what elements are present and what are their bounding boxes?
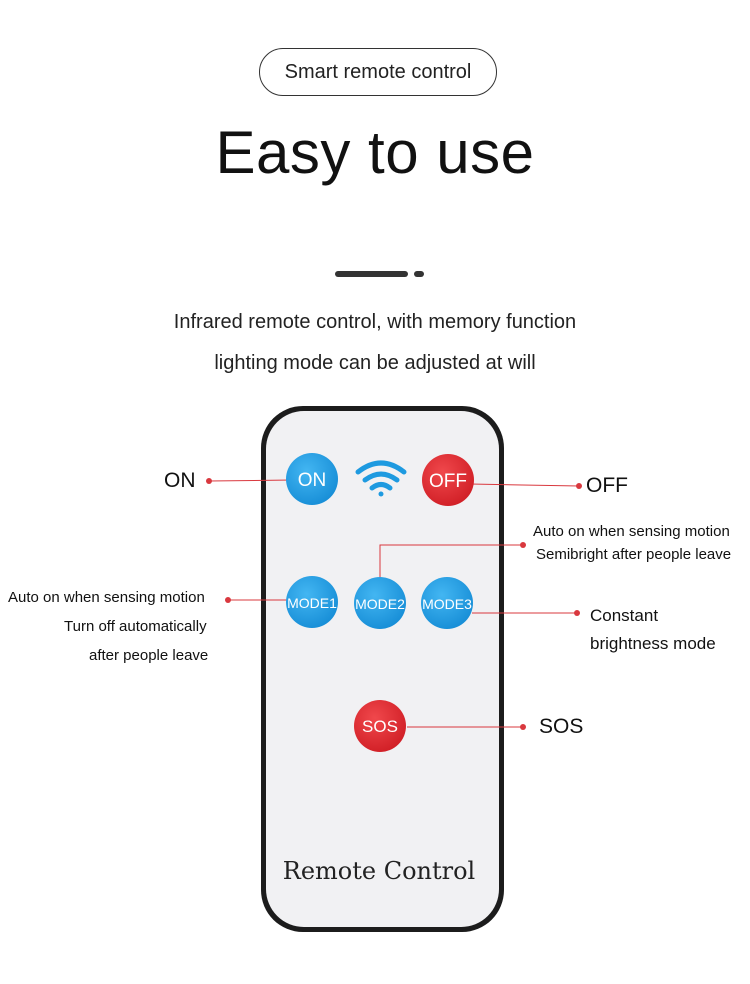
smart-remote-badge: Smart remote control bbox=[259, 48, 497, 96]
sos-button-label: SOS bbox=[362, 717, 398, 736]
divider-bar bbox=[335, 271, 408, 277]
off-button[interactable]: OFF bbox=[422, 454, 474, 506]
callout-sos-label: SOS bbox=[539, 715, 584, 738]
remote-face bbox=[266, 411, 499, 927]
callout-line-mode2 bbox=[379, 544, 523, 578]
callout-mode1-line-1: Auto on when sensing motion bbox=[8, 589, 205, 606]
callout-dot-off bbox=[576, 483, 582, 489]
mode2-button-label: MODE2 bbox=[355, 596, 405, 612]
callout-mode3-line-1: Constant bbox=[590, 606, 659, 625]
callout-mode1-line-3: after people leave bbox=[89, 647, 209, 664]
wifi-signal-icon bbox=[355, 460, 407, 497]
callout-line-on bbox=[208, 479, 293, 482]
callout-mode2-line-1: Auto on when sensing motion bbox=[533, 523, 730, 540]
callout-mode2-line-2: Semibright after people leave bbox=[536, 546, 732, 563]
callout-on-label: ON bbox=[164, 469, 196, 492]
mode1-button[interactable]: MODE1 bbox=[286, 576, 338, 628]
callout-dot-sos bbox=[520, 724, 526, 730]
callout-dot-mode2 bbox=[520, 542, 526, 548]
on-button-label: ON bbox=[298, 470, 327, 491]
sos-button[interactable]: SOS bbox=[354, 700, 406, 752]
off-button-label: OFF bbox=[429, 471, 467, 492]
description-line-1: Infrared remote control, with memory fun… bbox=[173, 311, 577, 333]
callout-mode1-line-2: Turn off automatically bbox=[64, 618, 207, 635]
badge-text: Smart remote control bbox=[284, 60, 472, 83]
callout-dot-mode3 bbox=[574, 610, 580, 616]
page-title: Easy to use bbox=[215, 119, 535, 186]
callout-line-off bbox=[469, 483, 580, 487]
mode3-button-label: MODE3 bbox=[422, 596, 472, 612]
callout-off-label: OFF bbox=[586, 474, 628, 497]
callout-dot-mode1 bbox=[225, 597, 231, 603]
callout-dot-on bbox=[206, 478, 212, 484]
on-button[interactable]: ON bbox=[286, 453, 338, 505]
mode2-button[interactable]: MODE2 bbox=[354, 577, 406, 629]
remote-brand-text: Remote Control bbox=[283, 857, 475, 885]
divider-dot bbox=[414, 271, 424, 277]
callout-mode3-line-2: brightness mode bbox=[590, 634, 716, 653]
mode1-button-label: MODE1 bbox=[287, 595, 337, 611]
description-line-2: lighting mode can be adjusted at will bbox=[214, 352, 536, 374]
mode3-button[interactable]: MODE3 bbox=[421, 577, 473, 629]
